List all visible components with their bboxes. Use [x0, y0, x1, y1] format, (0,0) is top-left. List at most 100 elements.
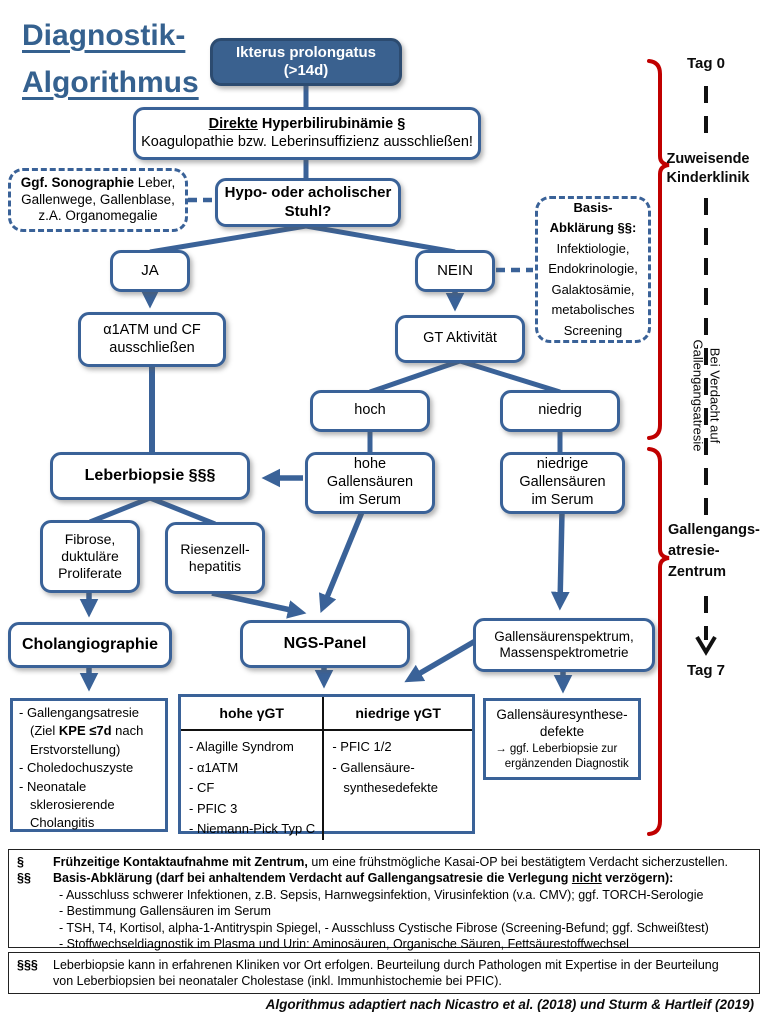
node-leberbiopsie: Leberbiopsie §§§	[50, 452, 250, 500]
footnote-3: §§§ Leberbiopsie kann in erfahrenen Klin…	[17, 957, 751, 990]
timeline-zentrum: Gallengangs- atresie- Zentrum	[668, 522, 760, 580]
footnote-2-bold-post: verzögern):	[601, 871, 674, 886]
footnote-box-1: § Frühzeitige Kontaktaufnahme mit Zentru…	[8, 849, 760, 951]
line-leberbiopsie-riesenzell	[149, 495, 216, 527]
sono-bold: Ggf. Sonographie	[20, 175, 134, 191]
footnote-1-text: Frühzeitige Kontaktaufnahme mit Zentrum,…	[53, 854, 728, 870]
footnote-box-2: §§§ Leberbiopsie kann in erfahrenen Klin…	[8, 952, 760, 994]
table-header-hohe-ygt: hohe γGT	[181, 697, 325, 731]
basis-item: Endokrinologie,	[548, 261, 638, 277]
table-ygt: hohe γGT niedrige γGT - Alagille Syndrom…	[178, 694, 475, 840]
footnote-1: § Frühzeitige Kontaktaufnahme mit Zentru…	[17, 854, 751, 870]
footnote-2-symbol: §§	[17, 871, 31, 886]
bracket-zuweisende-kinderklinik	[647, 59, 670, 440]
timeline-tag7: Tag 7	[686, 662, 726, 679]
footnote-2-items: - Ausschluss schwerer Infektionen, z.B. …	[59, 887, 751, 953]
synthese-title: Gallensäuresynthese- defekte	[496, 707, 628, 739]
sono-rest: Leber,	[133, 175, 176, 191]
footnote-3-symbol: §§§	[17, 958, 38, 972]
table-header-niedrige-ygt: niedrige γGT	[324, 697, 472, 731]
timeline-tag0: Tag 0	[686, 55, 726, 72]
node-ikterus-prolongatus: Ikterus prolongatus (>14d)	[210, 38, 402, 86]
outcome-item-1-post: nach Erstvorstellung)	[30, 723, 144, 757]
footnote-2-item: - Stoffwechseldiagnostik im Plasma und U…	[59, 937, 629, 952]
footnote-1-symbol: §	[17, 855, 24, 869]
table-cell: - Niemann-Pick Typ C	[189, 821, 316, 836]
timeline-arrowhead	[695, 635, 717, 656]
node-a1atm-cf: α1ATM und CF ausschließen	[78, 312, 226, 367]
basis-item: Screening	[563, 322, 623, 338]
outcome-item-1-pre: - Gallengangsatresie (Ziel	[19, 705, 139, 739]
node-niedrig: niedrig	[500, 390, 620, 432]
node-sonographie: Ggf. Sonographie Leber, Gallenwege, Gall…	[8, 168, 188, 232]
page-title-line1: Diagnostik-	[22, 19, 186, 52]
basis-head: Basis- Abklärung §§:	[549, 199, 637, 236]
timeline-zuweisende-kinderklinik: Zuweisende Kinderklinik	[666, 151, 750, 186]
node-stuhl-frage: Hypo- oder acholischer Stuhl?	[215, 178, 401, 227]
basis-items: Infektiologie,Endokrinologie,Galaktosämi…	[548, 239, 638, 342]
direkte-underlined: Direkte	[208, 115, 258, 132]
page-title: Diagnostik- Algorithmus	[22, 12, 199, 106]
dashed-links	[188, 197, 533, 273]
arrow-flow-lines	[79, 289, 573, 694]
footnote-1-bold: Frühzeitige Kontaktaufnahme mit Zentrum,	[53, 855, 308, 869]
arrow-hohegs-ngs	[318, 510, 365, 614]
line-gt-hoch	[369, 358, 461, 395]
line-leberbiopsie-fibrose	[89, 495, 151, 525]
node-ja: JA	[110, 250, 190, 292]
page-title-line2: Algorithmus	[22, 66, 199, 99]
direkte-bold-rest: Hyperbilirubinämie §	[257, 115, 406, 132]
node-hohe-gallensaeuren: hohe Gallensäuren im Serum	[305, 452, 435, 514]
node-gallensaeurenspektrum: Gallensäurenspektrum, Massenspektrometri…	[473, 618, 655, 672]
footnote-2-item: - TSH, T4, Kortisol, alpha-1-Antitryspin…	[59, 920, 709, 935]
node-direkte-hyperbilirubinaemie: Direkte Hyperbilirubinämie § Koagulopath…	[133, 107, 481, 160]
source-credit: Algorithmus adaptiert nach Nicastro et a…	[265, 997, 754, 1012]
arrow-spektrum-tabelle	[404, 637, 479, 683]
node-basis-abklaerung: Basis- Abklärung §§: Infektiologie, Endok…	[535, 196, 651, 343]
node-ngs-panel: NGS-Panel	[240, 620, 410, 668]
footnote-2-item: - Ausschluss schwerer Infektionen, z.B. …	[59, 887, 704, 902]
outcome-item-2: - Choledochuszyste	[19, 760, 134, 776]
bracket-gallengangsatresie-zentrum	[647, 447, 670, 836]
node-direkte-line2: Koagulopathie bzw. Leberinsuffizienz aus…	[141, 133, 473, 150]
box-gallensaeuresynthesedefekte: Gallensäuresynthese- defekte → ggf. Lebe…	[483, 698, 641, 780]
line-stuhl-ja	[149, 223, 307, 255]
timeline-dashed-line	[695, 86, 717, 656]
node-fibrose: Fibrose, duktuläre Proliferate	[40, 520, 140, 593]
outcome-item-1-bold: KPE ≤7d	[58, 723, 112, 739]
node-riesenzellhepatitis: Riesenzell- hepatitis	[165, 522, 265, 594]
synthese-note: → ggf. Leberbiopsie zur ergänzenden Diag…	[495, 743, 629, 770]
timeline-bei-verdacht: Bei Verdacht auf Gallengangsatresie	[691, 339, 723, 452]
node-cholangiographie: Cholangiographie	[8, 622, 172, 668]
node-direkte-line1: Direkte Hyperbilirubinämie §	[209, 116, 406, 134]
node-nein: NEIN	[415, 250, 495, 292]
plain-flow-lines	[89, 84, 563, 527]
table-cell: - α1ATM	[189, 759, 239, 775]
table-cell: - Alagille Syndrom	[189, 739, 294, 754]
footnote-1-rest: um eine frühstmögliche Kasai-OP bei best…	[307, 855, 729, 869]
sono-line1: Ggf. Sonographie Leber,	[21, 175, 176, 191]
node-hoch: hoch	[310, 390, 430, 432]
table-col-niedrige-ygt: - PFIC 1/2- Gallensäure-synthesedefekte	[324, 731, 472, 840]
node-niedrige-gallensaeuren: niedrige Gallensäuren im Serum	[500, 452, 625, 514]
table-cell: - CF	[189, 780, 215, 795]
node-gt-aktivitaet: GT Aktivität	[395, 315, 525, 363]
sono-more: Gallenwege, Gallenblase, z.A. Organomega…	[21, 191, 175, 224]
footnote-2-bold-pre: Basis-Abklärung (darf bei anhaltendem Ve…	[53, 871, 572, 886]
table-cell: - Gallensäure-synthesedefekte	[332, 759, 439, 796]
outcome-item-1: - Gallengangsatresie (Ziel KPE ≤7d nach …	[19, 704, 160, 759]
red-brackets	[647, 59, 670, 836]
basis-item: Infektiologie,	[556, 240, 630, 256]
line-gt-niedrig	[459, 358, 561, 395]
footnote-2-underline: nicht	[571, 871, 602, 886]
footnote-2-item: - Bestimmung Gallensäuren im Serum	[59, 904, 271, 919]
outcome-item-3: - Neonatale sklerosierende Cholangitis	[19, 778, 115, 831]
line-stuhl-nein	[305, 223, 456, 255]
arrow-niedrigegs-spektrum	[550, 511, 570, 611]
footnote-2-text: Basis-Abklärung (darf bei anhaltendem Ve…	[53, 870, 673, 886]
basis-item: metabolisches	[551, 302, 635, 318]
footnote-3-text: Leberbiopsie kann in erfahrenen Kliniken…	[53, 958, 719, 989]
table-cell: - PFIC 3	[189, 800, 238, 816]
table-col-hohe-ygt: - Alagille Syndrom - α1ATM - CF - PFIC 3 - N…	[181, 731, 325, 840]
